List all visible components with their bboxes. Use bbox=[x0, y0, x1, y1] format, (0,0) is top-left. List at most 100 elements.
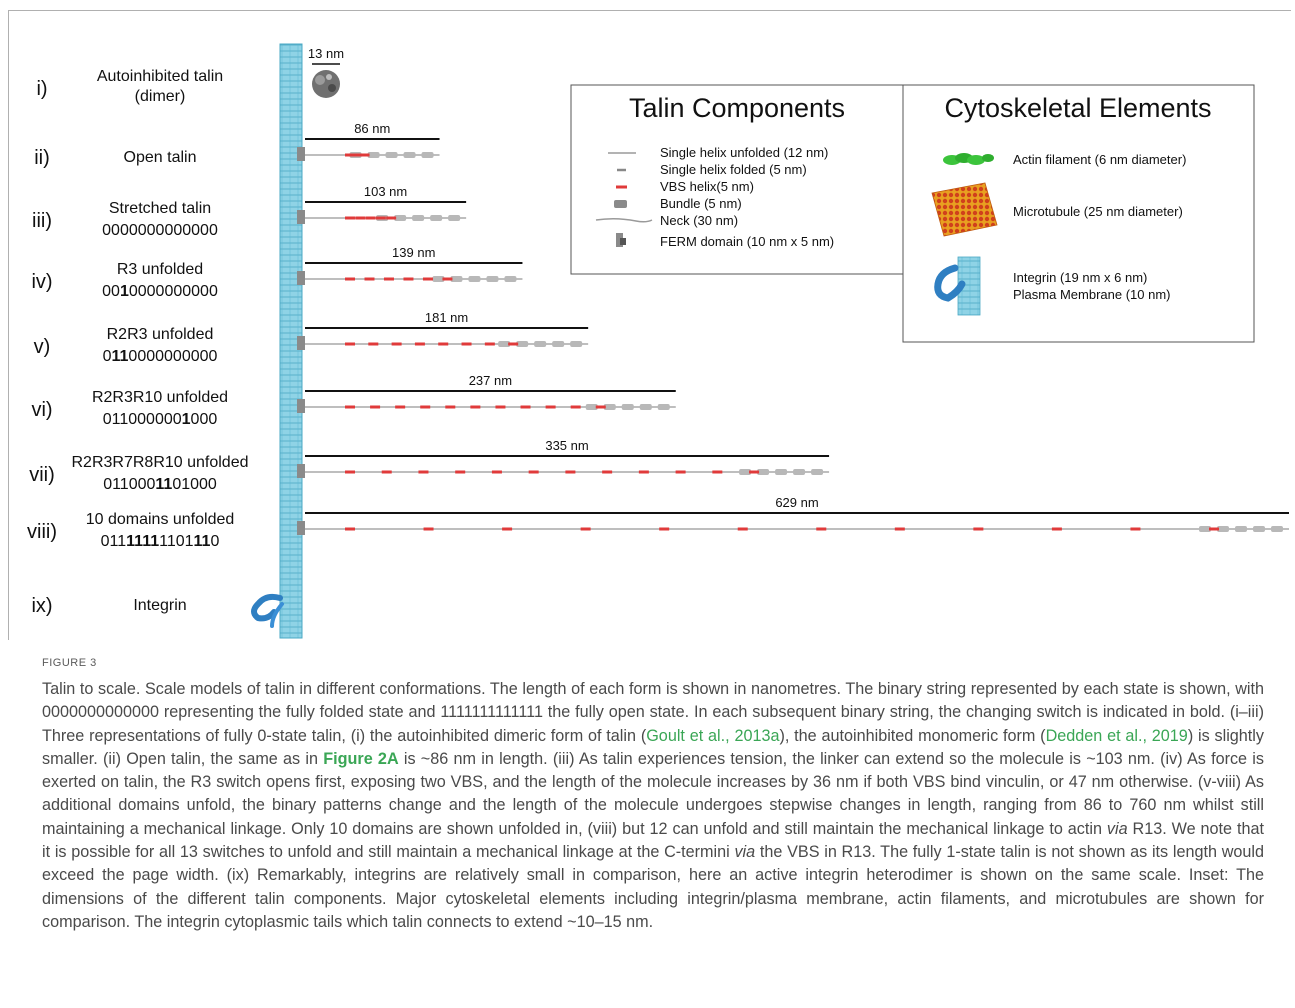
row-binary-string: 0000000000000 bbox=[102, 222, 218, 239]
bundle bbox=[570, 341, 583, 347]
row-numeral: vii) bbox=[29, 464, 55, 486]
legend-item-microtubule: Microtubule (25 nm diameter) bbox=[1013, 204, 1183, 219]
row-binary-string: 01111111101110 bbox=[101, 533, 220, 550]
bundle bbox=[403, 152, 416, 158]
row-name: Stretched talin bbox=[109, 200, 211, 217]
figure-label: FIGURE 3 bbox=[42, 657, 97, 669]
autoinhibited-talin-dimer bbox=[312, 70, 340, 98]
bundle bbox=[793, 469, 806, 475]
bundle bbox=[486, 276, 499, 282]
row-name: Autoinhibited talin bbox=[97, 68, 223, 85]
legend-item-single-helix-unfolded: Single helix unfolded (12 nm) bbox=[660, 145, 828, 160]
bundle bbox=[739, 469, 752, 475]
bundle bbox=[603, 404, 616, 410]
figure-3-illustration: Talin Components Cytoskeletal Elements S… bbox=[27, 43, 1289, 639]
bundle bbox=[621, 404, 634, 410]
actin-filament-icon bbox=[943, 153, 994, 165]
bundle bbox=[450, 276, 463, 282]
row-name: R2R3R10 unfolded bbox=[92, 389, 228, 406]
citation-link[interactable]: Goult et al., 2013a bbox=[646, 726, 780, 745]
bundle bbox=[516, 341, 529, 347]
bundle bbox=[1199, 526, 1211, 532]
caption-text: R13. We note that it is possible for all… bbox=[42, 819, 1264, 862]
bundle bbox=[657, 404, 670, 410]
ferm-domain bbox=[297, 336, 305, 350]
row-numeral: ix) bbox=[31, 595, 52, 617]
bundle bbox=[811, 469, 824, 475]
bundle bbox=[534, 341, 547, 347]
figure-caption: Talin to scale. Scale models of talin in… bbox=[42, 678, 1264, 934]
row-numeral: viii) bbox=[27, 521, 57, 543]
legend-item-actin: Actin filament (6 nm diameter) bbox=[1013, 152, 1186, 167]
row-name: 10 domains unfolded bbox=[86, 511, 235, 528]
row-binary-string: 0010000000000 bbox=[102, 283, 218, 300]
ferm-domain bbox=[297, 147, 305, 161]
ferm-domain bbox=[297, 464, 305, 478]
row-numeral: ii) bbox=[34, 147, 50, 169]
bundle bbox=[430, 215, 443, 221]
length-label: 181 nm bbox=[425, 310, 468, 325]
caption-text: Talin to scale. Scale models of talin in… bbox=[42, 680, 1264, 745]
integrin-icon bbox=[934, 256, 981, 316]
caption-text: the VBS in R13. The fully 1-state talin … bbox=[42, 843, 1264, 931]
row-binary-string: 0110000001000 bbox=[103, 411, 218, 428]
legend-item-vbs-helix: VBS helix(5 nm) bbox=[660, 179, 754, 194]
row-name-sub: (dimer) bbox=[135, 88, 186, 105]
row-name: R3 unfolded bbox=[117, 261, 203, 278]
legend-item-plasma-membrane: Plasma Membrane (10 nm) bbox=[1013, 287, 1171, 302]
bundle bbox=[504, 276, 517, 282]
citation-link[interactable]: Dedden et al., 2019 bbox=[1045, 726, 1188, 745]
italic-text: via bbox=[734, 843, 756, 862]
ferm-domain bbox=[297, 210, 305, 224]
neck-icon bbox=[595, 217, 653, 223]
legend-item-single-helix-folded: Single helix folded (5 nm) bbox=[660, 162, 807, 177]
bundle bbox=[448, 215, 461, 221]
bundle bbox=[394, 215, 407, 221]
bundle bbox=[1235, 526, 1247, 532]
talin-legend-title: Talin Components bbox=[629, 93, 845, 123]
microtubule-icon bbox=[931, 182, 998, 237]
figure-reference-link[interactable]: Figure 2A bbox=[323, 749, 399, 768]
bundle bbox=[775, 469, 788, 475]
caption-text: is ~86 nm in length. (iii) As talin expe… bbox=[42, 749, 1264, 838]
row-binary-string: 0110000000000 bbox=[103, 348, 218, 365]
bundle bbox=[421, 152, 434, 158]
row-numeral: i) bbox=[36, 78, 47, 100]
bundle bbox=[585, 404, 598, 410]
bundle bbox=[639, 404, 652, 410]
figure-frame bbox=[8, 10, 1291, 640]
legend-item-integrin: Integrin (19 nm x 6 nm) bbox=[1013, 270, 1147, 285]
legend-item-neck: Neck (30 nm) bbox=[660, 213, 738, 228]
caption-text: ), the autoinhibited monomeric form ( bbox=[779, 726, 1046, 745]
row-name: R2R3R7R8R10 unfolded bbox=[72, 454, 249, 471]
ferm-domain bbox=[297, 521, 305, 535]
caption-text: ) is slightly smaller. (ii) Open talin, … bbox=[42, 726, 1264, 768]
bundle bbox=[432, 276, 445, 282]
talin-legend-box bbox=[570, 84, 904, 275]
length-label: 103 nm bbox=[364, 184, 407, 199]
length-label: 86 nm bbox=[354, 121, 390, 136]
bundle bbox=[385, 152, 398, 158]
length-label: 335 nm bbox=[545, 438, 588, 453]
legend-item-ferm-domain: FERM domain (10 nm x 5 nm) bbox=[660, 234, 834, 249]
row-numeral: vi) bbox=[31, 399, 52, 421]
row-numeral: iv) bbox=[31, 271, 52, 293]
row-name: Integrin bbox=[133, 597, 186, 614]
ferm-domain bbox=[297, 271, 305, 285]
row-numeral: iii) bbox=[32, 210, 52, 232]
bundle bbox=[498, 341, 511, 347]
bundle-icon bbox=[614, 200, 627, 208]
bundle bbox=[412, 215, 425, 221]
bundle bbox=[1217, 526, 1229, 532]
ferm-domain bbox=[297, 399, 305, 413]
row-numeral: v) bbox=[34, 336, 51, 358]
legend-item-bundle: Bundle (5 nm) bbox=[660, 196, 742, 211]
ferm-domain-icon bbox=[616, 233, 626, 247]
cyto-legend-title: Cytoskeletal Elements bbox=[944, 93, 1211, 123]
bundle bbox=[468, 276, 481, 282]
active-integrin bbox=[251, 593, 284, 628]
italic-text: via bbox=[1106, 819, 1128, 838]
length-label: 139 nm bbox=[392, 245, 435, 260]
row-binary-string: 0110001101000 bbox=[103, 476, 217, 493]
bundle bbox=[552, 341, 565, 347]
